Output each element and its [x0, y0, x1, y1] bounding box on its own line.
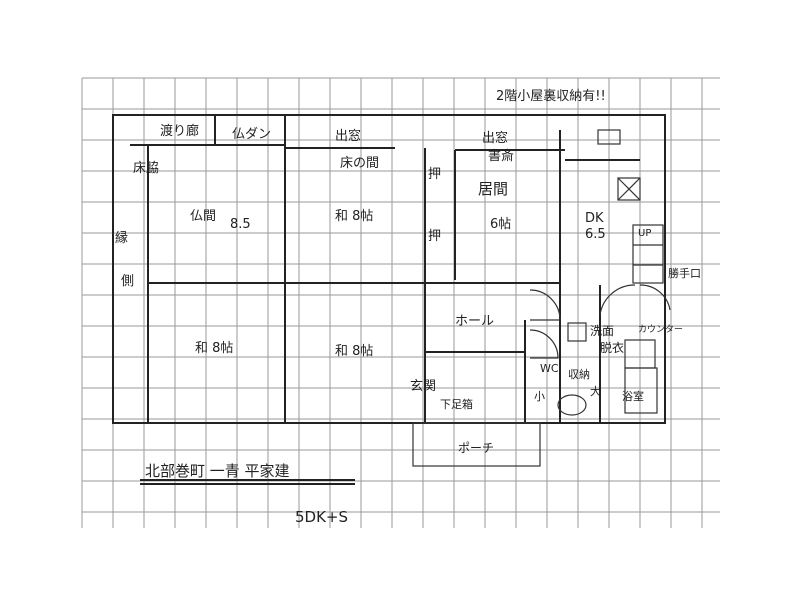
label-getabako: 下足箱 [440, 397, 473, 411]
label-demado-1: 出窓 [335, 128, 361, 144]
label-butsuma-size: 8.5 [230, 217, 251, 232]
label-washitsu-top: 和 8帖 [335, 209, 373, 224]
label-shosai: 書斎 [488, 148, 514, 164]
label-corridor: 渡り廊 [160, 123, 199, 139]
label-demado-2: 出窓 [482, 130, 508, 146]
label-small: 小 [534, 390, 545, 403]
label-wc: WC [540, 362, 559, 375]
porch [412, 422, 541, 467]
grid-paper [81, 77, 720, 528]
label-oshi-2: 押 [428, 229, 441, 244]
label-butsudan: 仏ダン [232, 127, 271, 142]
label-counter: カウンター [638, 324, 683, 335]
toilet-icon [557, 394, 587, 416]
labels: 2階小屋裏収納有!! 渡り廊 仏ダン 床脇 縁 側 仏間 8.5 出窓 床の間 … [115, 89, 701, 526]
layout-type: 5DK+S [295, 508, 348, 526]
door-swing [529, 329, 559, 359]
label-senmen: 洗面 [590, 324, 614, 338]
label-engawa-1: 縁 [115, 230, 128, 246]
window-box [597, 129, 621, 145]
label-ima: 居間 [478, 180, 508, 198]
label-hall: ホール [455, 314, 494, 329]
label-katteguchi: 勝手口 [668, 266, 701, 280]
plan-title: 北部巻町 一青 平家建 [145, 462, 290, 480]
label-shuno: 収納 [568, 368, 590, 381]
door-swing [599, 284, 636, 316]
label-dk: DK [585, 211, 604, 226]
sink-icon [567, 322, 587, 342]
label-engawa-2: 側 [121, 274, 134, 289]
label-tokonoma: 床の間 [340, 156, 379, 171]
label-genkan: 玄関 [410, 379, 436, 394]
label-oshi-1: 押 [428, 167, 441, 182]
label-washitsu-bl: 和 8帖 [195, 341, 233, 356]
door-swing [529, 289, 561, 321]
label-large: 大 [590, 384, 601, 398]
label-dk-size: 6.5 [585, 227, 606, 242]
outer-wall [112, 114, 666, 424]
bathtub-icon [624, 367, 658, 414]
label-yokushitsu: 浴室 [622, 389, 644, 403]
label-tokowaki: 床脇 [133, 161, 159, 176]
fridge-box [617, 177, 641, 201]
door-swing [639, 284, 671, 311]
label-porch: ポーチ [458, 441, 494, 455]
label-washitsu-bm: 和 8帖 [335, 344, 373, 359]
label-datsui: 脱衣 [600, 340, 624, 355]
walls [112, 114, 671, 485]
label-butsuma: 仏間 [190, 209, 216, 224]
label-up: UP [638, 228, 651, 239]
stairs [632, 224, 664, 284]
label-ima-size: 6帖 [490, 217, 511, 232]
note-attic-storage: 2階小屋裏収納有!! [496, 89, 606, 104]
